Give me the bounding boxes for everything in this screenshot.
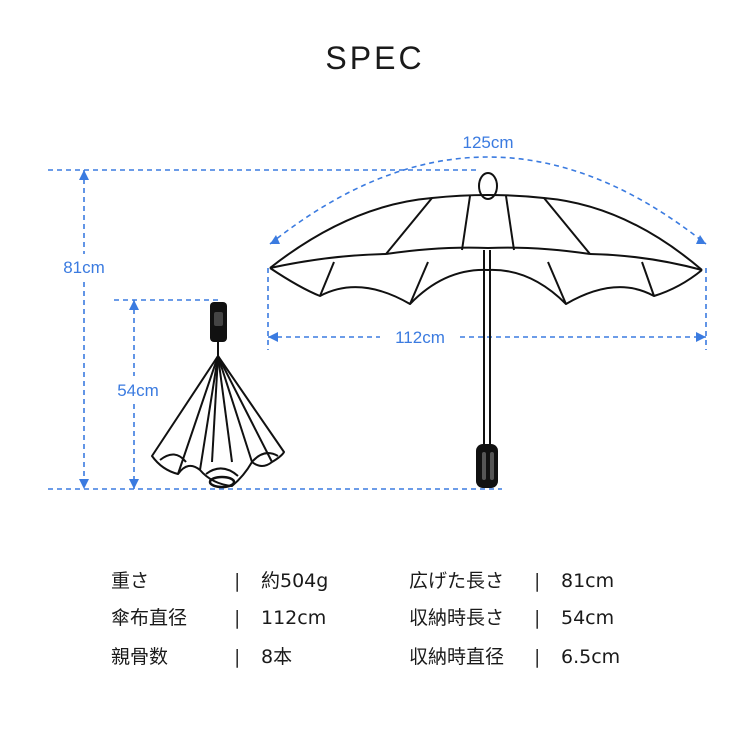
spec-value: 81cm [561, 570, 615, 592]
spec-separator: | [234, 607, 241, 629]
dimension-lines [48, 156, 707, 490]
label-125cm: 125cm [462, 133, 513, 152]
spec-value: 約504g [261, 570, 329, 592]
dimension-arrows [79, 170, 706, 489]
spec-separator: | [534, 570, 541, 592]
label-54cm: 54cm [117, 381, 159, 400]
spec-separator: | [534, 607, 541, 629]
spec-separator: | [534, 646, 541, 668]
spec-value: 8本 [261, 646, 293, 668]
umbrella-spec-diagram: 125cm 81cm 112cm 54cm [48, 133, 707, 490]
spec-label: 収納時長さ [409, 607, 505, 629]
page-title: SPEC [325, 40, 425, 76]
spec-separator: | [234, 570, 241, 592]
label-112cm: 112cm [395, 328, 445, 347]
spec-label: 収納時直径 [409, 646, 505, 668]
spec-value: 6.5cm [561, 646, 621, 668]
dim-arc-125 [269, 156, 707, 245]
folded-umbrella-illustration [151, 302, 285, 489]
spec-label: 広げた長さ [409, 570, 505, 592]
umbrella-top-ring [478, 172, 498, 200]
spec-label: 重さ [111, 570, 150, 592]
spec-separator: | [234, 646, 241, 668]
open-umbrella-handle [476, 444, 498, 488]
spec-label: 傘布直径 [111, 607, 188, 629]
spec-label: 親骨数 [111, 646, 169, 668]
open-umbrella-illustration [269, 172, 703, 446]
label-81cm: 81cm [63, 258, 105, 277]
spec-value: 112cm [261, 607, 327, 629]
spec-value: 54cm [561, 607, 615, 629]
